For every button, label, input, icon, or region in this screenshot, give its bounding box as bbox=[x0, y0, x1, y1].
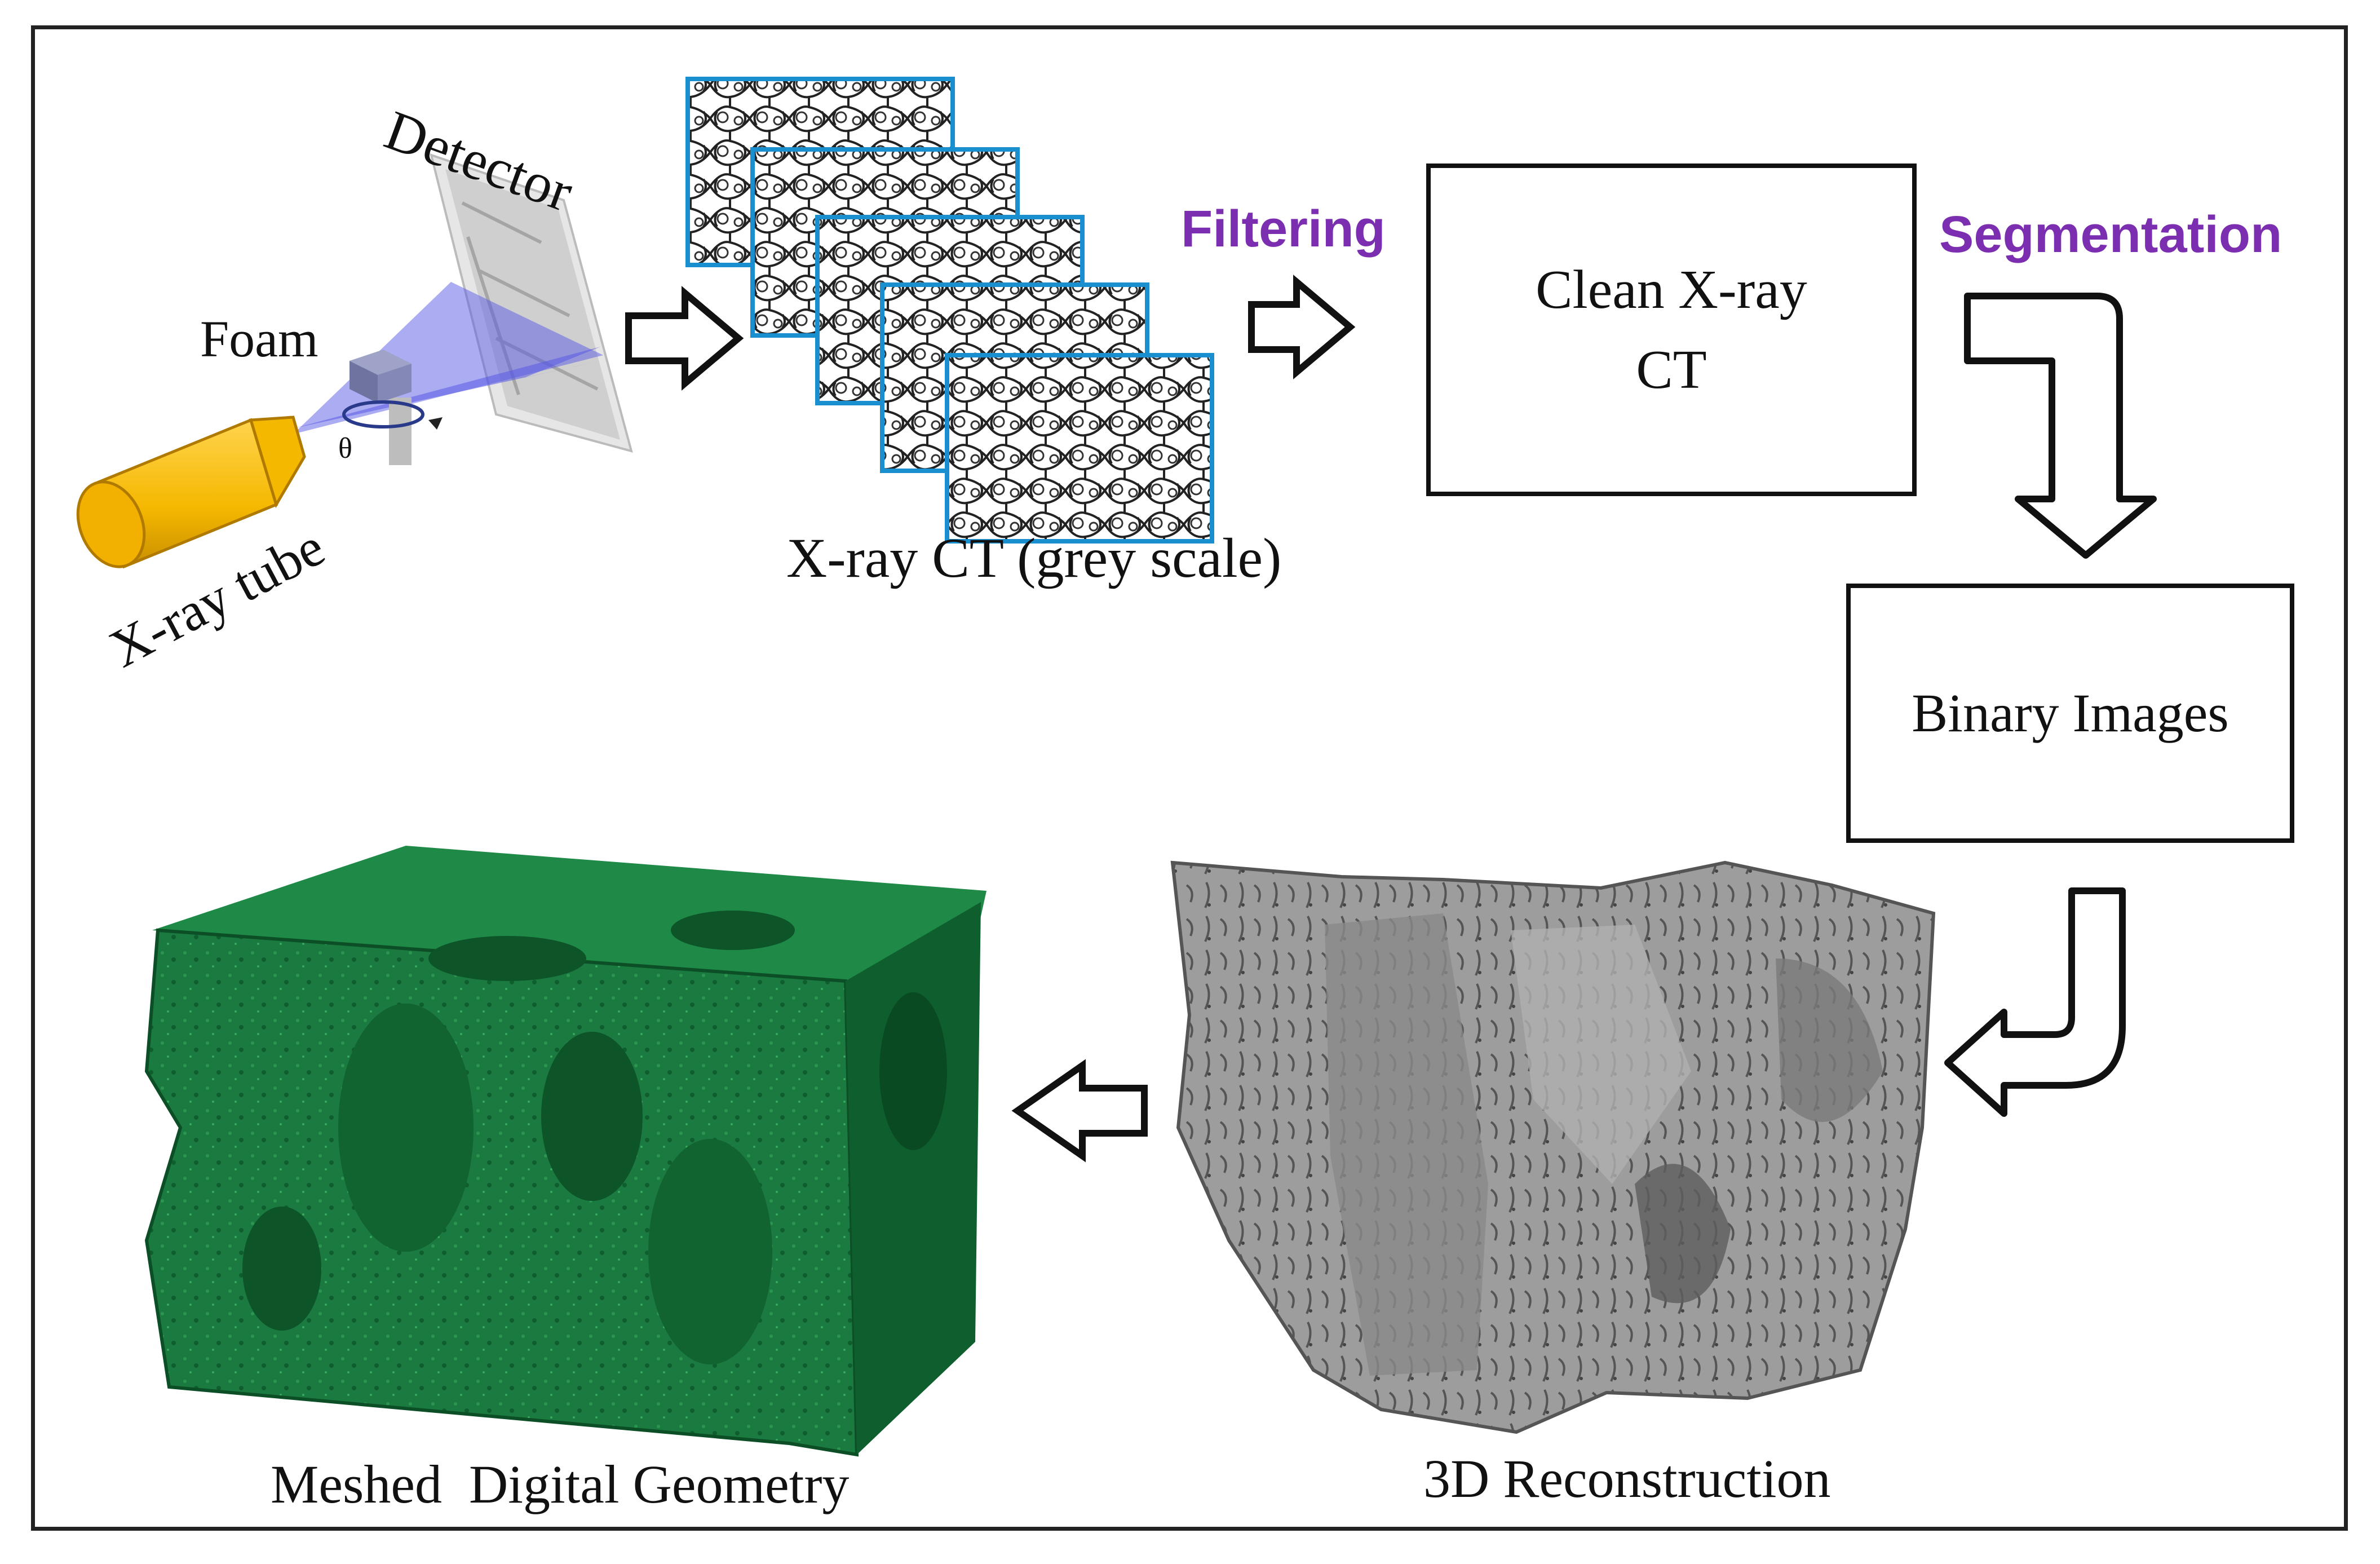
reconstruction-label: 3D Reconstruction bbox=[1423, 1448, 1831, 1509]
meshed-geometry-label: Meshed Digital Geometry bbox=[271, 1454, 850, 1514]
xray-ct-label: X-ray CT (grey scale) bbox=[786, 527, 1282, 589]
arrow-to-clean-ct bbox=[1248, 275, 1356, 379]
reconstruction-render bbox=[1170, 860, 1936, 1434]
arrow-to-reconstruction bbox=[1944, 887, 2126, 1117]
figure-frame bbox=[31, 25, 2348, 1531]
ct-slice-stack bbox=[685, 77, 1214, 544]
detector-plate bbox=[430, 153, 633, 453]
foam-label: Foam bbox=[200, 310, 318, 368]
meshed-geometry-render bbox=[144, 846, 986, 1457]
arrow-to-meshed bbox=[1011, 1059, 1148, 1163]
segmentation-label: Segmentation bbox=[1939, 206, 2282, 263]
foam-sample bbox=[342, 350, 443, 465]
clean-xray-ct-line1: Clean X-ray bbox=[1536, 259, 1807, 320]
filtering-label: Filtering bbox=[1181, 200, 1386, 258]
arrow-to-binary bbox=[1964, 293, 2157, 559]
theta-label: θ bbox=[338, 432, 352, 465]
binary-images-box: Binary Images bbox=[1846, 584, 2294, 843]
ct-slice bbox=[945, 353, 1214, 544]
xray-tube bbox=[76, 416, 306, 569]
arrow-to-ct-slices bbox=[625, 286, 744, 391]
clean-xray-ct-box: Clean X-ray CT bbox=[1426, 164, 1917, 496]
clean-xray-ct-line2: CT bbox=[1636, 339, 1707, 400]
binary-images-label: Binary Images bbox=[1912, 683, 2229, 744]
